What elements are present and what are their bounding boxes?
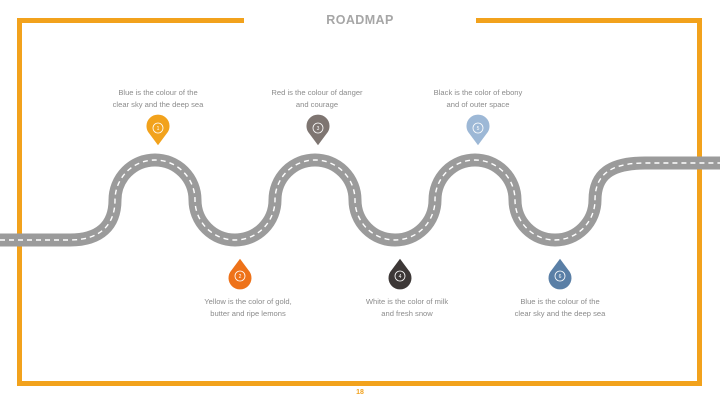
milestone-caption-5: Black is the color of ebony and of outer… xyxy=(388,87,568,110)
milestone-pin-3[interactable]: 3 xyxy=(305,113,331,147)
caption-line: Blue is the colour of the xyxy=(520,297,600,306)
milestone-caption-6: Blue is the colour of the clear sky and … xyxy=(470,296,650,319)
milestone-number: 1 xyxy=(157,126,160,132)
milestone-pin-1[interactable]: 1 xyxy=(145,113,171,147)
milestone-caption-1: Blue is the colour of the clear sky and … xyxy=(68,87,248,110)
milestone-number: 6 xyxy=(559,274,562,280)
caption-line: clear sky and the deep sea xyxy=(112,99,204,109)
map-pin-icon xyxy=(387,257,413,291)
frame-bottom xyxy=(17,381,702,386)
caption-line: Red is the colour of danger xyxy=(271,88,363,97)
milestone-pin-6[interactable]: 6 xyxy=(547,257,573,291)
milestone-caption-4: White is the color of milk and fresh sno… xyxy=(317,296,497,319)
milestone-number: 4 xyxy=(399,274,402,280)
milestone-number: 5 xyxy=(477,126,480,132)
caption-line: and fresh snow xyxy=(381,308,433,318)
slide-title: ROADMAP xyxy=(326,13,394,27)
frame-top-left xyxy=(17,18,244,23)
milestone-pin-4[interactable]: 4 xyxy=(387,257,413,291)
frame-right xyxy=(697,18,702,386)
caption-line: Blue is the colour of the xyxy=(118,88,198,97)
caption-line: Yellow is the color of gold, xyxy=(204,297,292,306)
map-pin-icon xyxy=(227,257,253,291)
map-pin-icon xyxy=(145,113,171,147)
map-pin-icon xyxy=(547,257,573,291)
caption-line: and of outer space xyxy=(446,99,510,109)
page-number: 18 xyxy=(356,389,364,396)
frame-left xyxy=(17,18,22,386)
map-pin-icon xyxy=(465,113,491,147)
map-pin-icon xyxy=(305,113,331,147)
caption-line: and courage xyxy=(295,99,339,109)
milestone-number: 3 xyxy=(317,126,320,132)
milestone-number: 2 xyxy=(239,274,242,280)
road-surface xyxy=(0,153,720,247)
road-centerline xyxy=(0,159,720,241)
caption-line: Black is the color of ebony xyxy=(433,88,523,97)
caption-line: White is the color of milk xyxy=(365,297,449,306)
milestone-pin-5[interactable]: 5 xyxy=(465,113,491,147)
milestone-pin-2[interactable]: 2 xyxy=(227,257,253,291)
caption-line: butter and ripe lemons xyxy=(210,308,286,318)
milestone-caption-3: Red is the colour of danger and courage xyxy=(227,87,407,110)
milestone-caption-2: Yellow is the color of gold, butter and … xyxy=(158,296,338,319)
frame-top-right xyxy=(476,18,702,23)
caption-line: clear sky and the deep sea xyxy=(514,308,606,318)
